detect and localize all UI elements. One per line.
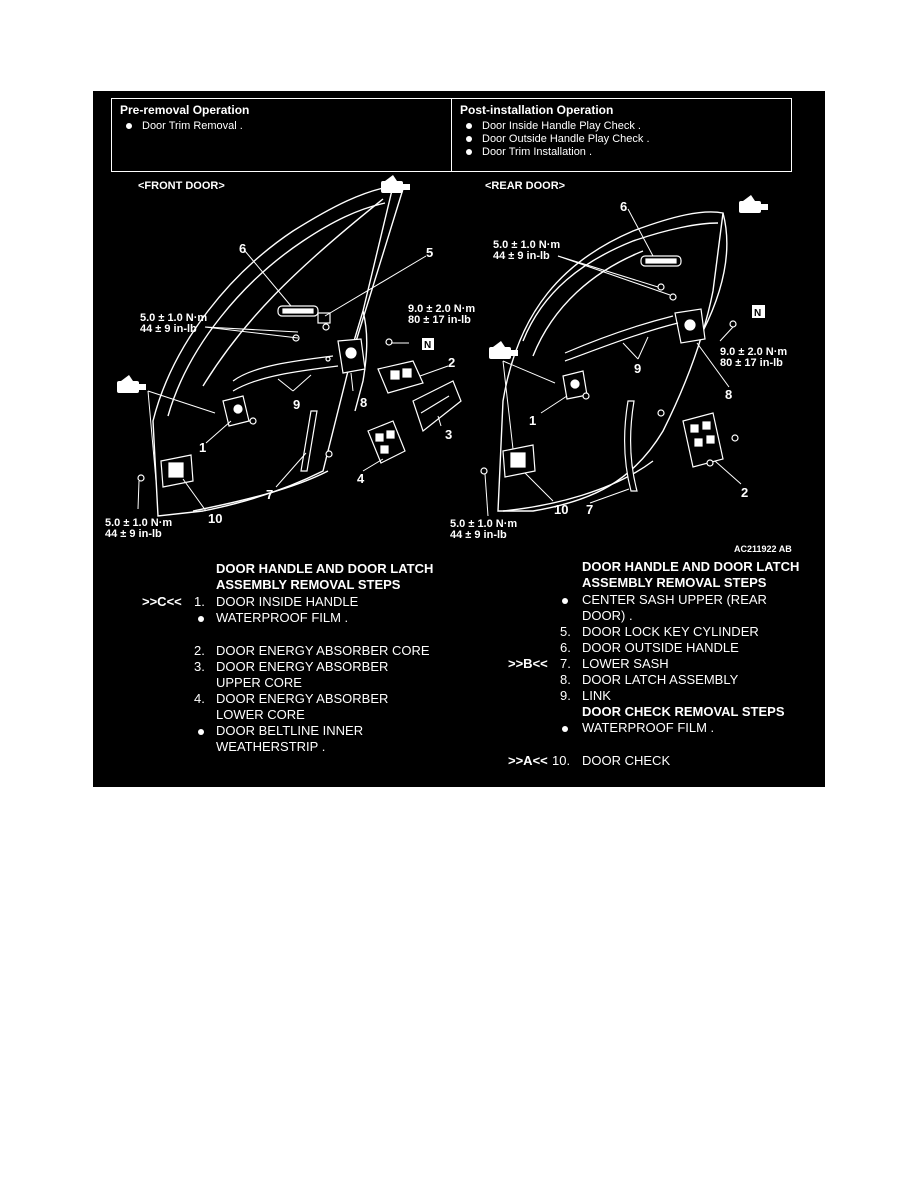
callout-9: 9 — [634, 361, 641, 376]
removal-figure: Pre-removal Operation Door Trim Removal … — [93, 91, 825, 787]
step-marker: >>B<< — [508, 656, 548, 671]
torque-label-inlb: 44 ± 9 in-lb — [105, 528, 162, 540]
left-step-list: DOOR HANDLE AND DOOR LATCH ASSEMBLY REMO… — [142, 561, 434, 754]
exploded-door-diagram: <FRONT DOOR> <REAR DOOR> — [105, 175, 792, 554]
torque-label-inlb: 44 ± 9 in-lb — [140, 323, 197, 335]
operation-table: Pre-removal Operation Door Trim Removal … — [111, 98, 792, 172]
callout-3: 3 — [445, 427, 452, 442]
callout-6: 6 — [239, 241, 246, 256]
callout-7: 7 — [266, 487, 273, 502]
step-item: DOOR BELTLINE INNER — [216, 723, 364, 738]
step-marker: >>A<< — [508, 753, 548, 768]
torque-label-inlb: 44 ± 9 in-lb — [450, 529, 507, 541]
step-item: WEATHERSTRIP . — [216, 739, 326, 754]
rear-door-parts — [480, 255, 739, 492]
bullet-icon — [466, 123, 472, 129]
left-steps-heading: ASSEMBLY REMOVAL STEPS — [216, 577, 401, 592]
callout-5: 5 — [426, 245, 433, 260]
bullet-icon — [126, 123, 132, 129]
callout-6: 6 — [620, 199, 627, 214]
callout-8: 8 — [725, 387, 732, 402]
callout-9: 9 — [293, 397, 300, 412]
right-steps-heading: DOOR HANDLE AND DOOR LATCH — [582, 559, 800, 574]
post-installation-item: Door Trim Installation . — [466, 146, 783, 158]
step-marker: >>C<< — [142, 594, 182, 609]
step-item: DOOR LOCK KEY CYLINDER — [582, 624, 759, 639]
tool-icon — [117, 375, 146, 393]
rear-leader-lines — [484, 208, 742, 517]
svg-text:N: N — [754, 308, 761, 319]
figure-id: AC211922 AB — [734, 544, 792, 554]
step-item: LOWER SASH — [582, 656, 669, 671]
step-item: WATERPROOF FILM . — [216, 610, 349, 625]
step-item: LINK — [582, 688, 611, 703]
step-item: LOWER CORE — [216, 707, 305, 722]
step-item: DOOR ENERGY ABSORBER — [216, 691, 389, 706]
torque-label-nm: 9.0 ± 2.0 N·m — [720, 346, 787, 358]
front-door-parts — [137, 305, 462, 488]
door-check-heading: DOOR CHECK REMOVAL STEPS — [582, 704, 785, 719]
n-mark-box: N — [752, 305, 765, 319]
callout-10: 10 — [554, 502, 568, 517]
step-item: DOOR) . — [582, 608, 633, 623]
tool-icon — [489, 341, 518, 359]
post-installation-heading: Post-installation Operation — [460, 103, 614, 117]
bullet-icon — [466, 149, 472, 155]
right-step-list: DOOR HANDLE AND DOOR LATCH ASSEMBLY REMO… — [508, 559, 800, 768]
step-item: DOOR OUTSIDE HANDLE — [582, 640, 739, 655]
step-item: DOOR ENERGY ABSORBER CORE — [216, 643, 430, 658]
callout-8: 8 — [360, 395, 367, 410]
step-item: DOOR LATCH ASSEMBLY — [582, 672, 739, 687]
callout-2: 2 — [448, 355, 455, 370]
callout-4: 4 — [357, 471, 365, 486]
pre-removal-item: Door Trim Removal . — [126, 120, 443, 132]
torque-label-nm: 5.0 ± 1.0 N·m — [493, 239, 560, 251]
bullet-icon — [198, 616, 204, 622]
rear-door-label: <REAR DOOR> — [485, 180, 565, 192]
pre-removal-column: Pre-removal Operation Door Trim Removal … — [112, 99, 451, 171]
bullet-icon — [562, 726, 568, 732]
callout-1: 1 — [199, 440, 206, 455]
rear-door-drawing — [497, 211, 728, 512]
callout-1: 1 — [529, 413, 536, 428]
torque-label-nm: 5.0 ± 1.0 N·m — [105, 517, 172, 529]
callout-10: 10 — [208, 511, 222, 526]
right-steps-heading: ASSEMBLY REMOVAL STEPS — [582, 575, 767, 590]
post-installation-item: Door Outside Handle Play Check . — [466, 133, 783, 145]
post-installation-column: Post-installation Operation Door Inside … — [451, 99, 791, 171]
step-item: DOOR INSIDE HANDLE — [216, 594, 359, 609]
torque-label-nm: 5.0 ± 1.0 N·m — [450, 518, 517, 530]
bullet-icon — [466, 136, 472, 142]
tool-icon — [381, 175, 410, 193]
torque-label-inlb: 44 ± 9 in-lb — [493, 250, 550, 262]
tool-icon — [739, 195, 768, 213]
callout-7: 7 — [586, 502, 593, 517]
torque-label-nm: 9.0 ± 2.0 N·m — [408, 303, 475, 315]
pre-removal-heading: Pre-removal Operation — [120, 103, 250, 117]
torque-label-nm: 5.0 ± 1.0 N·m — [140, 312, 207, 324]
bullet-icon — [562, 598, 568, 604]
torque-label-inlb: 80 ± 17 in-lb — [408, 314, 471, 326]
step-item: WATERPROOF FILM . — [582, 720, 715, 735]
step-item: CENTER SASH UPPER (REAR — [582, 592, 767, 607]
callout-2: 2 — [741, 485, 748, 500]
torque-label-inlb: 80 ± 17 in-lb — [720, 357, 783, 369]
svg-text:N: N — [424, 340, 431, 351]
front-door-label: <FRONT DOOR> — [138, 180, 225, 192]
step-item: DOOR CHECK — [582, 753, 671, 768]
bullet-icon — [198, 729, 204, 735]
step-item: DOOR ENERGY ABSORBER — [216, 659, 389, 674]
post-installation-item: Door Inside Handle Play Check . — [466, 120, 783, 132]
front-leader-lines — [137, 250, 449, 512]
n-mark-box: N — [422, 338, 434, 351]
step-item: UPPER CORE — [216, 675, 302, 690]
left-steps-heading: DOOR HANDLE AND DOOR LATCH — [216, 561, 434, 576]
